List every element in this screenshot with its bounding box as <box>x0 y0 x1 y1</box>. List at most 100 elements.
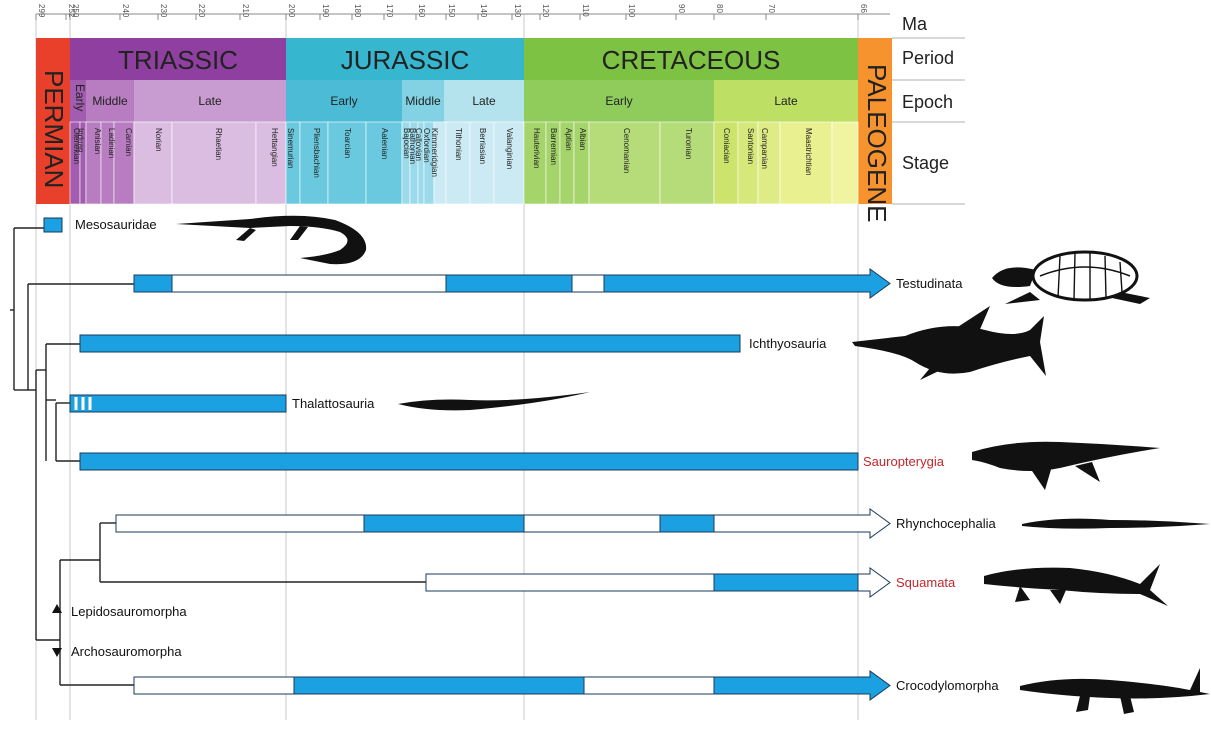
ma-tick-label: 80 <box>715 4 724 13</box>
crocodylomorpha-arrow <box>713 670 891 701</box>
stage-label: Maastrichtian <box>804 128 813 176</box>
rhynchocephalia-ghost <box>523 514 661 533</box>
epoch-label: Late <box>472 94 496 108</box>
testudinata-range <box>445 274 573 293</box>
crocodylomorpha-range <box>293 676 585 695</box>
mesosauridae-range <box>43 217 63 233</box>
taxon-label-thalattosauria: Thalattosauria <box>292 396 375 411</box>
ma-tick-label: 70 <box>767 4 776 13</box>
stage-label: Toarcian <box>343 128 352 158</box>
range-bars <box>43 217 891 701</box>
epoch-late-triassic <box>134 80 286 122</box>
rhynchocephalia-range <box>363 514 525 533</box>
stage-label: Hauterivian <box>532 128 541 168</box>
epoch-row-label: Epoch <box>902 92 953 112</box>
period-paleogene-label: PALEOGENE <box>862 64 892 222</box>
cladogram <box>10 227 426 686</box>
thalattosaur-silhouette <box>398 392 590 411</box>
ma-tick-label: 160 <box>417 4 426 18</box>
stage-label: Callovian <box>414 128 423 161</box>
stage-label: Campanian <box>760 128 769 169</box>
period-triassic-label: TRIASSIC <box>118 45 238 75</box>
stage-label: Olenekian <box>72 128 81 164</box>
taxon-label-ichthyosauria: Ichthyosauria <box>749 336 827 351</box>
stage-label: Carnian <box>124 128 133 156</box>
stage-cell <box>831 121 859 205</box>
ma-tick-label: 240 <box>121 4 130 18</box>
epoch-middle-triassic <box>86 80 134 122</box>
epoch-middle-jurassic <box>402 80 444 122</box>
epoch-early-jurassic <box>286 80 402 122</box>
taxon-label-sauropterygia: Sauropterygia <box>863 454 945 469</box>
epoch-label: Early <box>73 84 87 111</box>
thalattosauria-range <box>69 394 287 413</box>
testudinata-ghost <box>171 274 447 293</box>
stage-label: Oxfordian <box>422 128 431 163</box>
ma-tick-label: 210 <box>241 4 250 18</box>
crocodylomorpha-ghost <box>583 676 715 695</box>
rhynchocephalian-silhouette <box>1022 518 1210 529</box>
ma-tick-label: 150 <box>447 4 456 18</box>
stage-label: Ladinian <box>107 128 116 158</box>
epoch-label: Middle <box>405 94 441 108</box>
taxon-label-squamata: Squamata <box>896 575 956 590</box>
ma-tick-label: 170 <box>385 4 394 18</box>
stage-cell <box>299 121 329 205</box>
period-triassic <box>70 38 286 80</box>
crocodylomorph-silhouette <box>1020 668 1210 714</box>
taxon-label-mesosauridae: Mesosauridae <box>75 217 157 232</box>
epoch-early-cretaceous <box>524 80 714 122</box>
lepidosauromorpha-label: Lepidosauromorpha <box>71 604 187 619</box>
squamata-arrow <box>857 567 891 598</box>
mosasaur-silhouette <box>984 564 1168 606</box>
thalattosauria-uncertain-hatch <box>74 397 92 410</box>
ma-tick-label: 299 <box>37 4 46 18</box>
period-paleogene <box>858 38 892 204</box>
stage-cell <box>713 121 739 205</box>
stage-cell <box>133 121 173 205</box>
rhynchocephalia-range <box>659 514 715 533</box>
epoch-label: Late <box>774 94 798 108</box>
stage-row-label: Stage <box>902 153 949 173</box>
period-cretaceous <box>524 38 858 80</box>
stage-label: Sinemurian <box>286 128 295 168</box>
stage-label: Aptian <box>564 128 573 151</box>
stage-label: Santonian <box>746 128 755 164</box>
stage-cell <box>659 121 715 205</box>
squamata-range <box>713 573 859 592</box>
stage-label: Pliensbachian <box>312 128 321 178</box>
archosauromorpha-marker <box>52 648 62 657</box>
epoch-late-cretaceous <box>714 80 858 122</box>
ma-tick-label: 90 <box>677 4 686 13</box>
epoch-late-jurassic <box>444 80 524 122</box>
testudinata-arrow <box>603 268 891 299</box>
period-permian <box>36 38 70 204</box>
lepidosauromorpha-marker <box>52 604 62 613</box>
ma-tick-label: 140 <box>479 4 488 18</box>
label-column-lines <box>892 37 965 205</box>
period-permian-label: PERMIAN <box>39 70 69 188</box>
ma-tick-label: 100 <box>627 4 636 18</box>
stage-label: Tithonian <box>454 128 463 161</box>
stage-cell <box>365 121 403 205</box>
stage-label: Rhaetian <box>214 128 223 160</box>
stage-cell <box>255 121 287 205</box>
stage-cell <box>588 121 661 205</box>
ma-tick-label: 190 <box>321 4 330 18</box>
ma-tick-label: 220 <box>197 4 206 18</box>
stage-cell <box>469 121 495 205</box>
epoch-early-triassic <box>70 80 86 122</box>
stage-cell <box>171 121 257 205</box>
stage-label: Induan <box>76 128 85 152</box>
turtle-silhouette <box>992 250 1150 304</box>
ma-tick-label: 66 <box>859 4 868 13</box>
ichthyosaur-silhouette <box>852 306 1046 380</box>
stage-label: Bajocian <box>402 128 411 159</box>
stage-label: Aalenian <box>380 128 389 159</box>
ma-tick-label: 180 <box>353 4 362 18</box>
stage-label: Cenomanian <box>622 128 631 173</box>
ma-row-label: Ma <box>902 14 928 34</box>
